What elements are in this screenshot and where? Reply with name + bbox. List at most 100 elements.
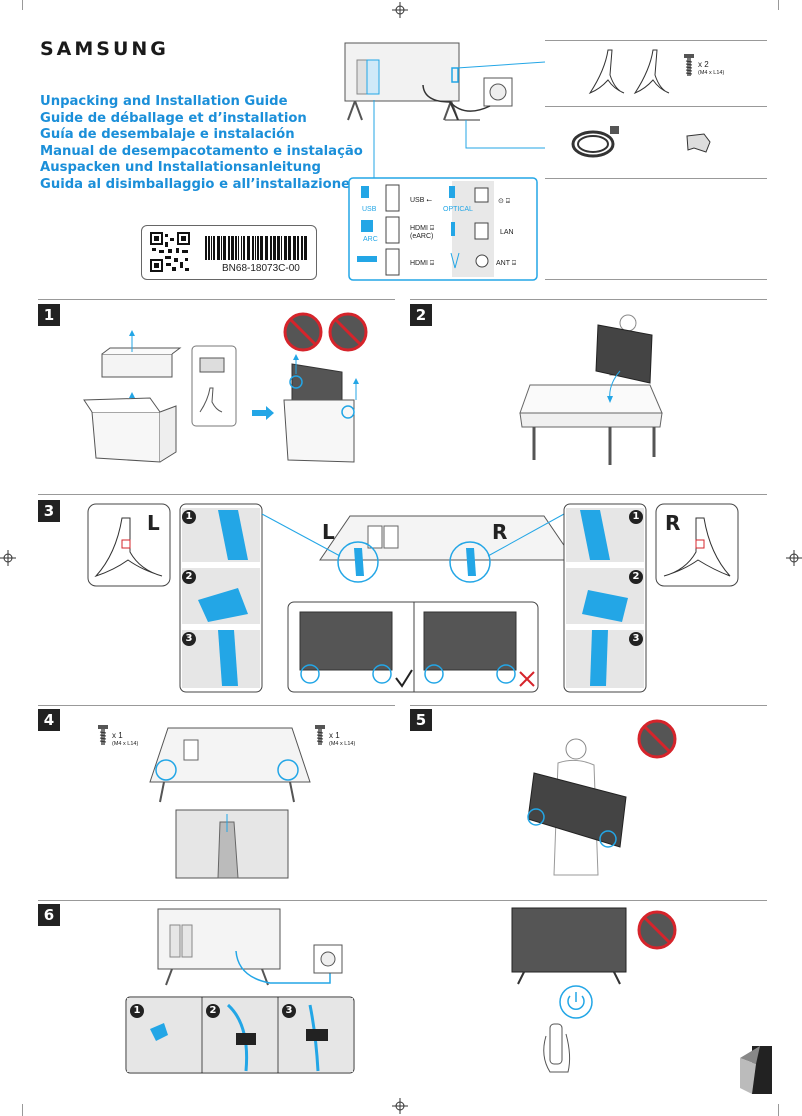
arc-tag: ARC (363, 236, 378, 243)
step-divider (410, 299, 767, 300)
barcode-stripe (301, 236, 303, 260)
screw-icon (684, 54, 694, 76)
parts-divider (545, 279, 767, 280)
right-label: R (665, 511, 681, 535)
step4-spec-right: (M4 x L14) (329, 741, 356, 747)
barcode-stripe (221, 236, 222, 260)
screw-icon (315, 725, 325, 745)
substep-r2: 2 (629, 570, 643, 584)
crop-mark (22, 1104, 23, 1116)
step-number-1: 1 (38, 304, 60, 326)
substep-l1: 1 (182, 510, 196, 524)
barcode-stripe (273, 236, 276, 260)
registration-mark-icon (0, 550, 16, 566)
stand-legs-icon (588, 49, 670, 95)
brand-logo: SAMSUNG (40, 38, 169, 60)
barcode-stripe (235, 236, 237, 260)
barcode-stripe (223, 236, 226, 260)
barcode-stripe (260, 236, 263, 260)
substep-l3: 3 (182, 632, 196, 646)
title-fr: Guide de déballage et d’installation (40, 110, 307, 126)
no-touch-screen-icon (637, 910, 677, 950)
barcode-stripe (231, 236, 234, 260)
port-panel (348, 177, 538, 281)
no-touch-screen-icon (283, 312, 323, 352)
hdmi-arc-label: HDMI ⍈ (410, 225, 435, 232)
barcode-stripe (293, 236, 296, 260)
barcode-stripe (211, 236, 212, 260)
step4-qty-left: x 1 (112, 731, 123, 740)
barcode-stripe (304, 236, 307, 260)
registration-mark-icon (786, 550, 802, 566)
barcode-stripe (284, 236, 287, 260)
tv-left-label: L (322, 520, 335, 544)
cable-holder-icon (686, 133, 711, 153)
step6-substep-2: 2 (206, 1004, 220, 1018)
step4-qty-right: x 1 (329, 731, 340, 740)
callout-lines (373, 61, 546, 178)
barcode-stripe (228, 236, 230, 260)
step4-spec-left: (M4 x L14) (112, 741, 139, 747)
step-divider (38, 900, 767, 901)
step-divider (38, 299, 395, 300)
no-press-screen-icon (328, 312, 368, 352)
parts-divider (545, 178, 767, 179)
page-turn-icon (740, 1046, 772, 1094)
step2-table-illustration (519, 314, 663, 465)
barcode-stripe (265, 236, 268, 260)
optical-tag: OPTICAL (443, 206, 473, 213)
barcode-stripe (238, 236, 239, 260)
step-number-6: 6 (38, 904, 60, 926)
step1-unboxing-illustration (83, 330, 359, 463)
substep-r1: 1 (629, 510, 643, 524)
step-number-4: 4 (38, 709, 60, 731)
step-number-3: 3 (38, 500, 60, 522)
registration-mark-icon (392, 1098, 408, 1114)
barcode-stripe (205, 236, 207, 260)
tv-rear-diagram (344, 42, 513, 121)
barcode-stripe (243, 236, 245, 260)
step3-stand-illustration (87, 503, 739, 693)
step6-cable-illustration (125, 908, 355, 1074)
screw-icon (98, 725, 108, 745)
usb-tag: USB (362, 206, 377, 213)
title-en: Unpacking and Installation Guide (40, 94, 288, 109)
screw-quantity: x 2 (698, 60, 709, 69)
barcode-stripe (217, 236, 220, 260)
crop-mark (778, 0, 779, 10)
step-number-2: 2 (410, 304, 432, 326)
crop-mark (22, 0, 23, 10)
barcode-stripe (213, 236, 215, 260)
step6-substep-3: 3 (282, 1004, 296, 1018)
registration-mark-icon (392, 2, 408, 18)
barcode-stripe (208, 236, 210, 260)
title-de: Auspacken und Installationsanleitung (40, 160, 321, 176)
barcode-stripe (241, 236, 242, 260)
barcode-stripe (288, 236, 291, 260)
left-label: L (147, 511, 160, 535)
barcode-stripe (297, 236, 299, 260)
title-it: Guida al disimballaggio e all’installazi… (40, 176, 351, 192)
step6-power-on-illustration (511, 907, 627, 1073)
doc-code: BN68-18073C-00 (222, 263, 300, 274)
crop-mark (778, 1104, 779, 1116)
step-divider (410, 705, 767, 706)
barcode-stripe (270, 236, 272, 260)
barcode-stripe (257, 236, 259, 260)
barcode-label (141, 225, 317, 280)
barcode-stripe (247, 236, 250, 260)
usb-label: USB ⭠ (410, 197, 432, 204)
parts-divider (545, 106, 767, 107)
parts-divider (545, 40, 767, 41)
title-pt: Manual de desempacotamento e instalação (40, 143, 363, 159)
substep-l2: 2 (182, 570, 196, 584)
title-es: Guía de desembalaje e instalación (40, 127, 295, 143)
no-touch-screen-icon (637, 719, 677, 759)
ant-label: ANT ⍈ (496, 260, 517, 267)
hdmi-arc-sub: (eARC) (410, 233, 434, 240)
barcode-stripe (252, 236, 254, 260)
guide-titles: Unpacking and Installation Guide Guide d… (40, 94, 363, 194)
qr-code-icon (150, 232, 190, 272)
step6-substep-1: 1 (130, 1004, 144, 1018)
barcode-icon (205, 236, 307, 260)
